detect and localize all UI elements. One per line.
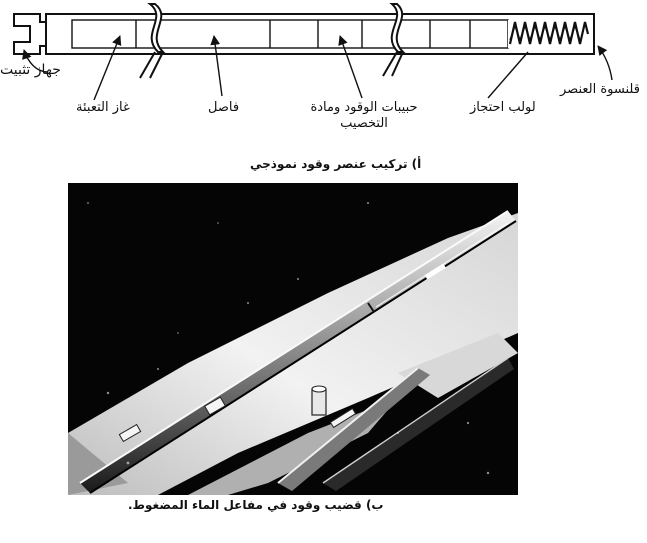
label-fixing-device: جهاز تثبيت [0, 62, 61, 78]
leader-filling-gas [93, 35, 122, 101]
fuel-tube [45, 13, 595, 55]
fuel-pellet-upright [311, 385, 327, 416]
leader-lines [22, 35, 613, 101]
leader-fixing-device [22, 49, 49, 73]
label-element-cap: قلنسوة العنصر [560, 82, 640, 97]
leader-element-cap [597, 45, 613, 81]
break-mark-right [382, 3, 406, 77]
leader-fuel-pellets [338, 35, 363, 99]
fuel-pellets [317, 20, 471, 48]
caption-a: أ) تركيب عنصر وقود نموذجي [250, 157, 422, 171]
caption-b: ب) قضيب وقود في مفاعل الماء المضغوط. [128, 498, 384, 512]
label-hold-spring: لولب احتجاز [470, 100, 536, 115]
fuel-element-diagram [13, 3, 613, 101]
label-filling-gas: غاز التعبئة [76, 100, 130, 115]
photo-grain [87, 202, 490, 475]
break-mark-left [139, 3, 166, 79]
hold-spring-shape [508, 20, 590, 48]
fuel-rod-long [79, 210, 517, 494]
fuel-rod-pieces [277, 357, 514, 491]
leader-spacer [210, 35, 223, 97]
fuel-rod-photo [68, 183, 518, 495]
fixing-device-shape [13, 13, 49, 55]
spacer-pieces [118, 396, 357, 443]
label-fuel-pellets: حبيبات الوقود ومادة التخصيب [310, 100, 418, 131]
leader-hold-spring [487, 51, 529, 99]
label-spacer: فاصل [208, 100, 240, 115]
